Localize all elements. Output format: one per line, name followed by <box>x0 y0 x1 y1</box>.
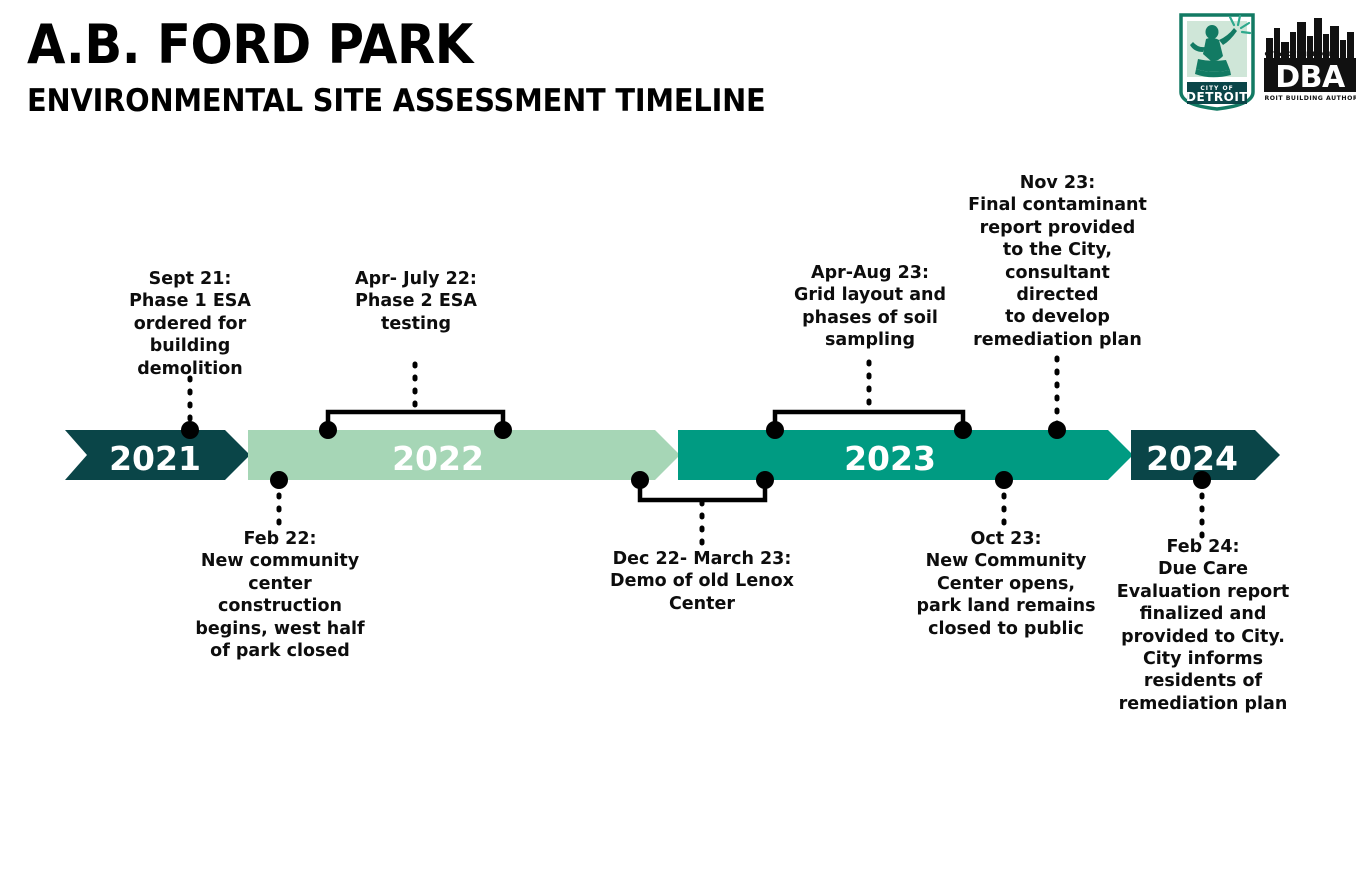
connector-sept-21 <box>181 375 199 439</box>
timeline-area: 2021 2022 2023 2024 <box>0 140 1364 873</box>
connector-feb-22 <box>270 471 288 535</box>
year-label-2023: 2023 <box>844 439 936 478</box>
year-label-2022: 2022 <box>392 439 484 478</box>
connector-oct-23 <box>995 471 1013 533</box>
event-label-oct-23: Oct 23: New Community Center opens, park… <box>916 529 1096 639</box>
city-of-detroit-logo: CITY OF DETROIT <box>1178 12 1256 112</box>
connector-nov-23 <box>1048 355 1066 439</box>
year-label-2021: 2021 <box>109 439 201 478</box>
logo-group: CITY OF DETROIT <box>1178 12 1364 112</box>
event-label-feb-24: Feb 24: Due Care Evaluation report final… <box>1116 537 1290 714</box>
year-segment-2024 <box>1131 430 1280 480</box>
page-subtitle: ENVIRONMENTAL SITE ASSESSMENT TIMELINE <box>27 83 766 119</box>
year-segment-2022 <box>248 430 680 480</box>
dba-logo-top-text: CITY OF DETROIT <box>1265 50 1336 58</box>
page-title: A.B. FORD PARK <box>27 13 473 76</box>
year-label-2024: 2024 <box>1146 439 1238 478</box>
connector-feb-24 <box>1193 471 1211 541</box>
timeline-graphic: 2021 2022 2023 2024 <box>65 355 1280 553</box>
detroit-logo-main-text: DETROIT <box>1186 90 1248 104</box>
event-label-apr-aug-23: Apr-Aug 23: Grid layout and phases of so… <box>793 263 947 351</box>
year-segment-2021 <box>65 430 250 480</box>
detroit-logo-top-text: CITY OF <box>1200 85 1233 92</box>
title-block: A.B. FORD PARK ENVIRONMENTAL SITE ASSESS… <box>27 18 821 117</box>
event-label-sept-21: Sept 21: Phase 1 ESA ordered for buildin… <box>129 269 251 379</box>
connector-apr-aug-23 <box>766 359 972 439</box>
connector-dec-22-march-23 <box>631 471 774 553</box>
connector-apr-july-22 <box>319 361 512 439</box>
event-label-feb-22: Feb 22: New community center constructio… <box>195 529 365 661</box>
event-label-apr-july-22: Apr- July 22: Phase 2 ESA testing <box>355 269 477 334</box>
event-label-dec-22-march-23: Dec 22- March 23: Demo of old Lenox Cent… <box>610 549 794 614</box>
dba-logo-bottom-text: DETROIT BUILDING AUTHORITY <box>1264 95 1356 102</box>
dba-logo-main-text: DBA <box>1275 60 1346 95</box>
event-label-nov-23: Nov 23: Final contaminant report provide… <box>968 173 1147 350</box>
detroit-building-authority-logo: CITY OF DETROIT DBA DETROIT BUILDING AUT… <box>1249 12 1364 104</box>
page-header: A.B. FORD PARK ENVIRONMENTAL SITE ASSESS… <box>0 0 1364 140</box>
year-segment-2023 <box>678 430 1133 480</box>
